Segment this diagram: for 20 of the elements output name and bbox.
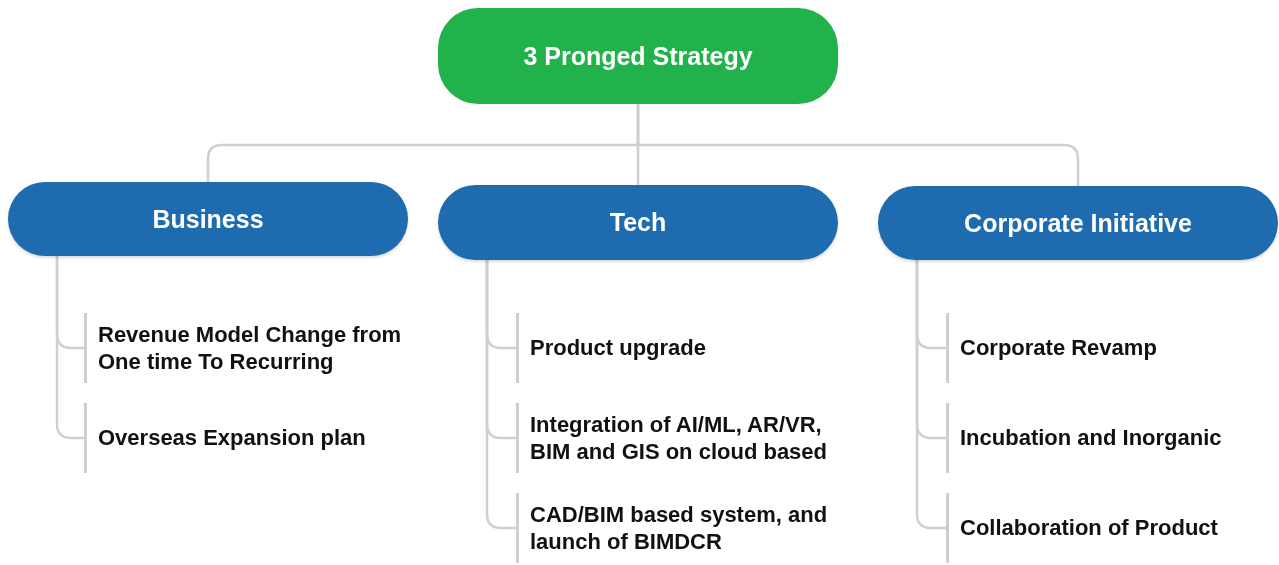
item-text: Product upgrade [530, 334, 706, 362]
category-pill [438, 185, 838, 260]
connector-line [636, 104, 1080, 186]
pill-label: Business [152, 204, 264, 234]
item-text: Corporate Revamp [960, 334, 1157, 362]
category-pill [8, 182, 408, 256]
item-text: Collaboration of Product [960, 514, 1218, 542]
category-pill [878, 186, 1278, 260]
item-text: Incubation and Inorganic [960, 424, 1222, 452]
item-text: Overseas Expansion plan [98, 424, 366, 452]
strategy-pill [438, 8, 838, 104]
connector-line [55, 256, 84, 440]
item-text: Integration of AI/ML, AR/VR, BIM and GIS on cloud based [530, 410, 829, 466]
connector-line [915, 260, 946, 530]
item-text: CAD/BIM based system, and launch of BIMDCR [530, 500, 829, 556]
pill-label: 3 Pronged Strategy [523, 41, 753, 71]
connector-line [485, 260, 516, 530]
pill-label: Corporate Initiative [964, 208, 1192, 238]
pill-label: Tech [609, 208, 667, 237]
item-text: Revenue Model Change from One time To Recurring [98, 320, 403, 376]
